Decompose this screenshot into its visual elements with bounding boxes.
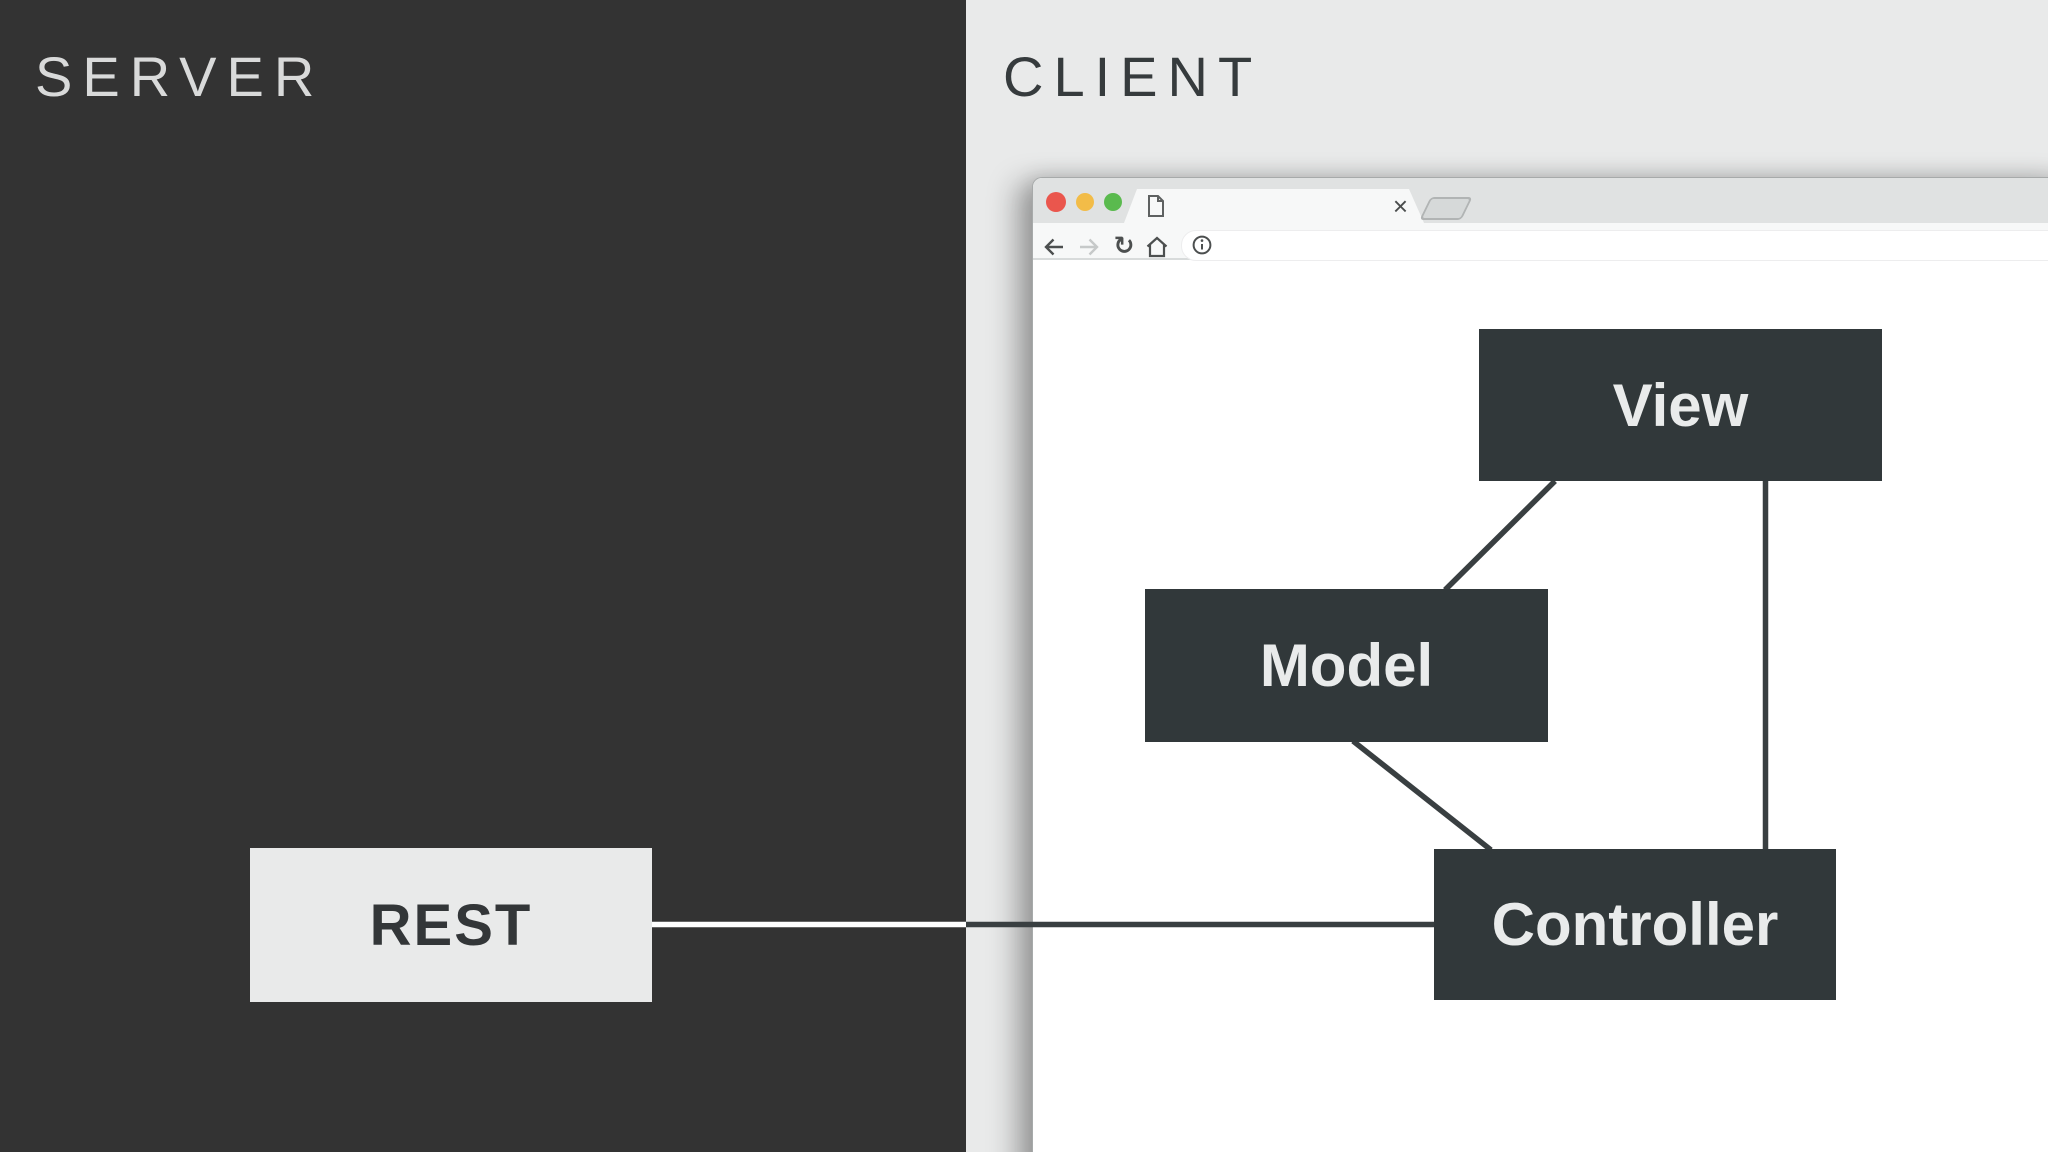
node-view: View — [1479, 329, 1882, 481]
node-view-label: View — [1612, 371, 1749, 439]
minimize-window-button[interactable] — [1076, 193, 1094, 211]
browser-tab[interactable]: × — [1124, 189, 1424, 223]
page-info-icon[interactable] — [1192, 235, 1212, 255]
reload-icon[interactable]: ↻ — [1113, 231, 1135, 260]
node-rest-label: REST — [369, 892, 533, 958]
browser-toolbar: ↻ — [1033, 223, 2048, 261]
back-arrow-icon[interactable] — [1042, 235, 1066, 259]
new-tab-button[interactable] — [1419, 197, 1473, 220]
url-bar[interactable] — [1181, 230, 2048, 261]
node-controller: Controller — [1434, 849, 1836, 1000]
client-heading: CLIENT — [1003, 45, 1263, 108]
node-model-label: Model — [1259, 632, 1434, 699]
node-controller-label: Controller — [1491, 891, 1779, 958]
zoom-window-button[interactable] — [1104, 193, 1122, 211]
traffic-lights — [1046, 192, 1122, 212]
blank-page-icon — [1147, 194, 1165, 218]
close-window-button[interactable] — [1046, 192, 1066, 212]
tab-close-icon[interactable]: × — [1392, 191, 1408, 221]
node-rest: REST — [250, 848, 652, 1002]
forward-arrow-icon[interactable] — [1077, 235, 1101, 259]
browser-titlebar[interactable]: × — [1033, 178, 2048, 224]
node-model: Model — [1145, 589, 1548, 742]
server-heading: SERVER — [35, 45, 325, 108]
home-icon[interactable] — [1145, 235, 1169, 259]
